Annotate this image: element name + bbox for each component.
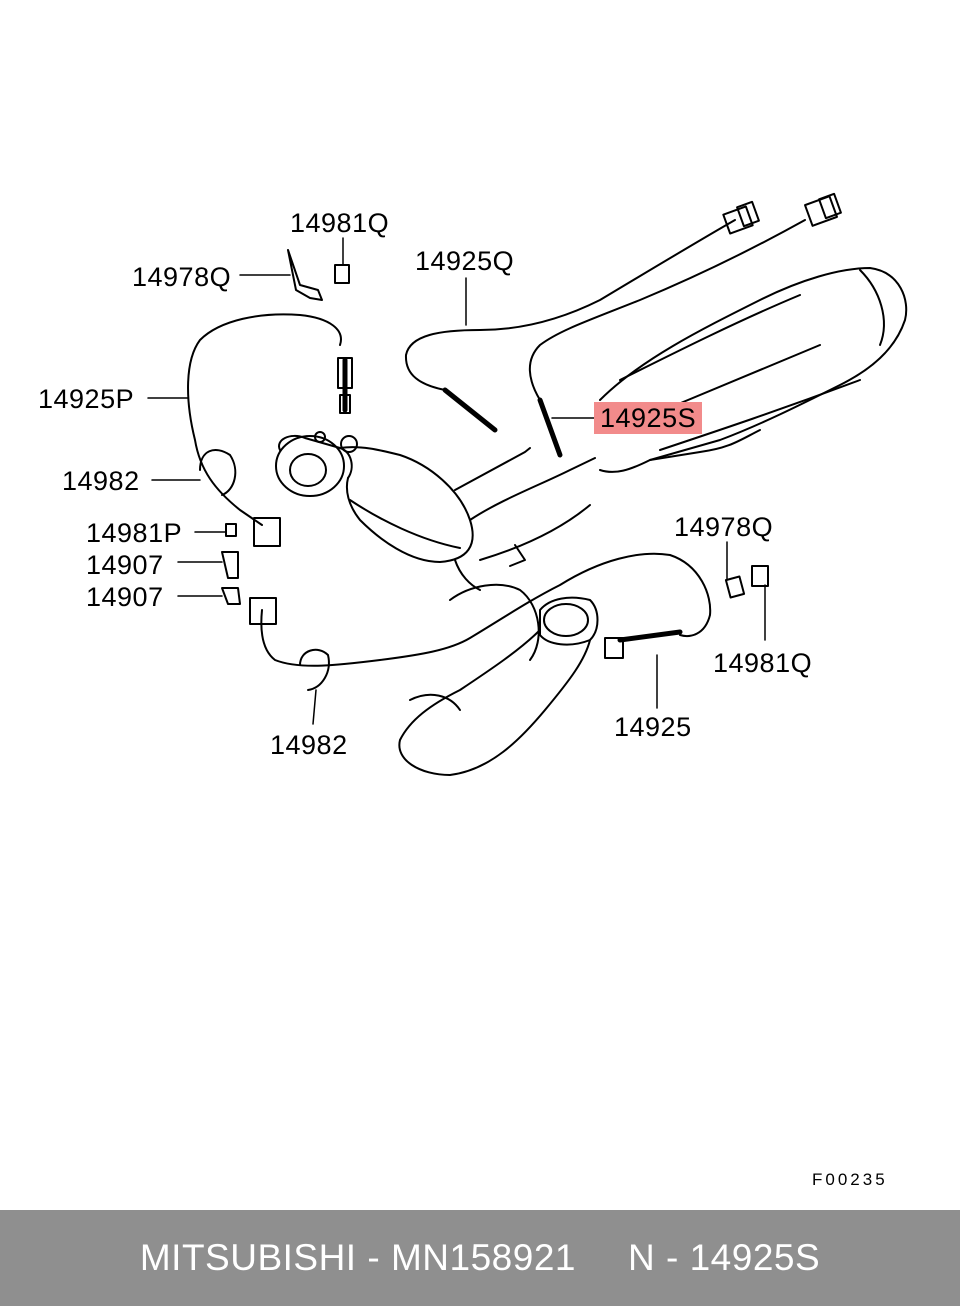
callout-14982-lower[interactable]: 14982 xyxy=(270,730,348,760)
callout-14925Q[interactable]: 14925Q xyxy=(415,246,515,276)
sensor-14925S-harness xyxy=(528,192,842,458)
parts-diagram: 14981Q 14978Q 14925Q 14925P 14925S 14982… xyxy=(38,192,908,1189)
hardware-parts xyxy=(221,249,769,605)
callout-14978Q-right[interactable]: 14978Q xyxy=(674,512,774,542)
exhaust-oxygen-sensor-drawing xyxy=(147,192,908,776)
reference-number: N - 14925S xyxy=(627,1237,821,1278)
callout-14981P[interactable]: 14981P xyxy=(86,518,183,548)
brand-part-number: MITSUBISHI - MN158921 xyxy=(139,1237,576,1278)
front-catalytic-converter xyxy=(275,431,596,563)
part-info-footer: MITSUBISHI - MN158921 N - 14925S xyxy=(0,1210,960,1306)
callout-14981Q-top[interactable]: 14981Q xyxy=(290,208,390,238)
figure-code: F00235 xyxy=(812,1170,888,1189)
lower-exhaust-pipe xyxy=(398,544,599,776)
sensor-14925-harness xyxy=(249,552,712,667)
callout-14982-upper[interactable]: 14982 xyxy=(62,466,140,496)
clamps-14982 xyxy=(199,449,330,691)
callout-14925S[interactable]: 14925S xyxy=(594,402,703,434)
sensor-14925Q-harness xyxy=(404,200,760,433)
callout-14981Q-right[interactable]: 14981Q xyxy=(713,648,813,678)
callout-14907-b[interactable]: 14907 xyxy=(86,582,164,612)
leader-lines xyxy=(147,237,766,725)
callout-14925[interactable]: 14925 xyxy=(614,712,692,742)
callout-14907-a[interactable]: 14907 xyxy=(86,550,164,580)
callout-14925P[interactable]: 14925P xyxy=(38,384,135,414)
sensor-14925P-harness xyxy=(187,313,353,526)
callout-14978Q-top[interactable]: 14978Q xyxy=(132,262,232,292)
